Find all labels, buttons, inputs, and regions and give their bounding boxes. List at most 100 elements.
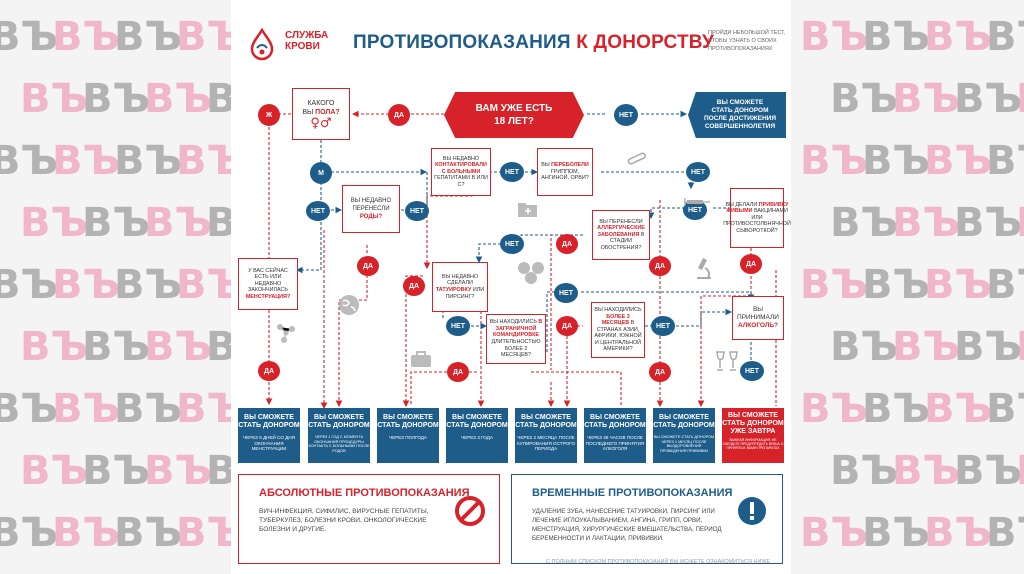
background-mark: ВЪ <box>986 14 1024 60</box>
background-mark: ВЪ <box>114 14 182 60</box>
background-mark: ВЪ <box>20 324 88 370</box>
no-circle-alcohol: НЕТ <box>740 361 764 381</box>
result-title-1: ВЫ СМОЖЕТЕ <box>452 414 502 421</box>
background-mark: ВЪ <box>862 386 930 432</box>
background-mark: ВЪ <box>830 76 898 122</box>
background-mark: ВЪ <box>52 262 120 308</box>
flu-text-2: ГРИППОМ, АНГИНОЙ, ОРВИ? <box>541 168 589 182</box>
result-one-month: ВЫ СМОЖЕТЕ СТАТЬ ДОНОРОМ ВЫ СМОЖЕТЕ СТАТ… <box>653 408 715 463</box>
asia-text: ВЫ НАХОДИЛИСЬ <box>594 306 642 313</box>
background-mark: ВЪ <box>144 448 212 494</box>
vaccine-text-2: ВАКЦИНАМИ ИЛИ ПРОТИВОСТОЛБНЯЧНОЙ СЫВОРОТ… <box>723 208 791 234</box>
background-mark: ВЪ <box>954 448 1022 494</box>
gender-question-box: КАКОГО ВЫ ПОЛА? ♀♂ <box>292 88 350 140</box>
hepatitis-highlight: КОНТАКТИРОВАЛИ С БОЛЬНЫМИ <box>435 162 487 175</box>
no-circle-allergy: НЕТ <box>500 234 524 254</box>
age-question-line-1: ВАМ УЖЕ ЕСТЬ <box>475 103 553 114</box>
alcohol-text: ВЫ ПРИНИМАЛИ <box>737 306 779 321</box>
result-title-1: ВЫ СМОЖЕТЕ <box>314 414 364 421</box>
background-mark: ВЪ <box>0 386 58 432</box>
result-title-2: СТАТЬ ДОНОРОМ <box>584 422 646 429</box>
result-title-1: ВЫ СМОЖЕТЕ <box>521 414 571 421</box>
background-mark: ВЪ <box>830 448 898 494</box>
asia-question: ВЫ НАХОДИЛИСЬ БОЛЕЕ 3 МЕСЯЦЕВ В СТРАНАХ … <box>591 302 645 358</box>
molecule-icon <box>277 324 295 343</box>
gender-line-1: КАКОГО <box>307 99 335 107</box>
allergy-question: ВЫ ПЕРЕНЕСЛИ АЛЛЕРГИЧЕСКИЕ ЗАБОЛЕВАНИЯ В… <box>592 210 650 260</box>
background-mark: ВЪ <box>800 14 868 60</box>
background-mark: ВЪ <box>114 262 182 308</box>
absolute-contraindications: АБСОЛЮТНЫЕ ПРОТИВОПОКАЗАНИЯ ВИЧ-ИНФЕКЦИЯ… <box>238 474 500 564</box>
gender-line-2a: ВЫ <box>302 108 316 116</box>
allergy-text-2: В СТАДИИ ОБОСТРЕНИЯ? <box>600 231 645 251</box>
pills-icon <box>518 262 544 284</box>
menstruation-text: У ВАС СЕЙЧАС ЕСТЬ ИЛИ НЕДАВНО ЗАКОНЧИЛАС… <box>248 267 288 294</box>
yes-circle-alcohol-asia: ДА <box>649 362 671 382</box>
result-title-1: ВЫ СМОЖЕТЕ <box>590 414 640 421</box>
background-mark: ВЪ <box>1016 76 1024 122</box>
no-circle-flu: НЕТ <box>686 162 710 182</box>
female-circle: Ж <box>258 104 280 126</box>
no-circle-trip: НЕТ <box>554 283 578 303</box>
result-three-years: ВЫ СМОЖЕТЕ СТАТЬ ДОНОРОМ ЧЕРЕЗ 3 ГОДА <box>446 408 508 463</box>
tattoo-text: ВЫ НЕДАВНО СДЕЛАЛИ <box>441 273 479 287</box>
no-circle-births: НЕТ <box>306 201 330 221</box>
background-mark: ВЪ <box>82 324 150 370</box>
background-mark: ВЪ <box>800 138 868 184</box>
background-mark: ВЪ <box>986 386 1024 432</box>
background-mark: ВЪ <box>862 14 930 60</box>
logo-line-2: КРОВИ <box>285 41 320 52</box>
logo-text: СЛУЖБА КРОВИ <box>285 30 328 52</box>
births-text: ВЫ НЕДАВНО ПЕРЕНЕСЛИ <box>350 198 392 212</box>
alcohol-question: ВЫ ПРИНИМАЛИ АЛКОГОЛЬ? <box>732 296 784 340</box>
background-mark: ВЪ <box>114 138 182 184</box>
background-mark: ВЪ <box>830 324 898 370</box>
under-18-line-4: СОВЕРШЕННОЛЕТИЯ <box>704 123 776 130</box>
tattoo-highlight: ТАТУИРОВКУ <box>435 287 472 293</box>
yes-circle-asia: ДА <box>556 316 578 336</box>
hepatitis-text-2: ГЕПАТИТАМИ B ИЛИ C? <box>434 175 488 188</box>
temporary-contraindications: ВРЕМЕННЫЕ ПРОТИВОПОКАЗАНИЯ УДАЛЕНИЕ ЗУБА… <box>511 474 783 564</box>
background-mark: ВЪ <box>1016 324 1024 370</box>
background-mark: ВЪ <box>0 510 58 556</box>
background-mark: ВЪ <box>0 262 58 308</box>
background-mark: ВЪ <box>954 76 1022 122</box>
background-mark: ВЪ <box>924 14 992 60</box>
flu-highlight: ПЕРЕБОЛЕЛИ <box>551 162 589 169</box>
page-title-part-1: ПРОТИВОПОКАЗАНИЯ <box>353 32 571 53</box>
background-mark: ВЪ <box>82 448 150 494</box>
result-sub: ЧЕРЕЗ 2 МЕСЯЦА ПОСЛЕ КУПИРОВАНИЯ ОСТРОГО… <box>517 435 575 452</box>
allergy-text: ВЫ ПЕРЕНЕСЛИ <box>599 218 643 225</box>
yes-circle-vaccine: ДА <box>740 254 762 274</box>
result-title-2: СТАТЬ ДОНОРОМ <box>653 422 715 429</box>
result-title-1: ВЫ СМОЖЕТЕ <box>659 414 709 421</box>
yes-circle-menstruation: ДА <box>258 361 280 381</box>
yes-circle-births: ДА <box>357 256 379 276</box>
background-mark: ВЪ <box>800 262 868 308</box>
globe-icon <box>339 295 359 315</box>
gender-symbols-icon: ♀♂ <box>310 115 332 131</box>
folder-plus-icon <box>518 203 537 217</box>
under-18-line-1: ВЫ СМОЖЕТЕ <box>716 99 764 106</box>
page-title: ПРОТИВОПОКАЗАНИЯ К ДОНОРСТВУ <box>353 32 714 54</box>
background-mark: ВЪ <box>20 76 88 122</box>
temporary-title: ВРЕМЕННЫЕ ПРОТИВОПОКАЗАНИЯ <box>532 487 733 499</box>
result-sub: ВЫ СМОЖЕТЕ СТАТЬ ДОНОРОМ ЧЕРЕЗ 1 МЕСЯЦ П… <box>653 435 715 453</box>
no-circle-hepatitis: НЕТ <box>500 162 524 182</box>
thermometer-icon <box>627 152 646 165</box>
background-mark: ВЪ <box>0 14 58 60</box>
background-mark: ВЪ <box>924 262 992 308</box>
flu-question: ВЫ ПЕРЕБОЛЕЛИ ГРИППОМ, АНГИНОЙ, ОРВИ? <box>537 148 593 196</box>
background-mark: ВЪ <box>144 76 212 122</box>
background-mark: ВЪ <box>924 510 992 556</box>
result-tomorrow-3: УЖЕ ЗАВТРА <box>730 428 776 435</box>
background-mark: ВЪ <box>862 138 930 184</box>
result-title-2: СТАТЬ ДОНОРОМ <box>377 422 439 429</box>
background-mark: ВЪ <box>1016 200 1024 246</box>
asia-text-2: В СТРАНАХ АЗИИ, АФРИКИ, ЮЖНОЙ И ЦЕНТРАЛЬ… <box>594 320 642 353</box>
result-title-1: ВЫ СМОЖЕТЕ <box>244 414 294 421</box>
background-mark: ВЪ <box>144 324 212 370</box>
result-title-1: ВЫ СМОЖЕТЕ <box>383 414 433 421</box>
